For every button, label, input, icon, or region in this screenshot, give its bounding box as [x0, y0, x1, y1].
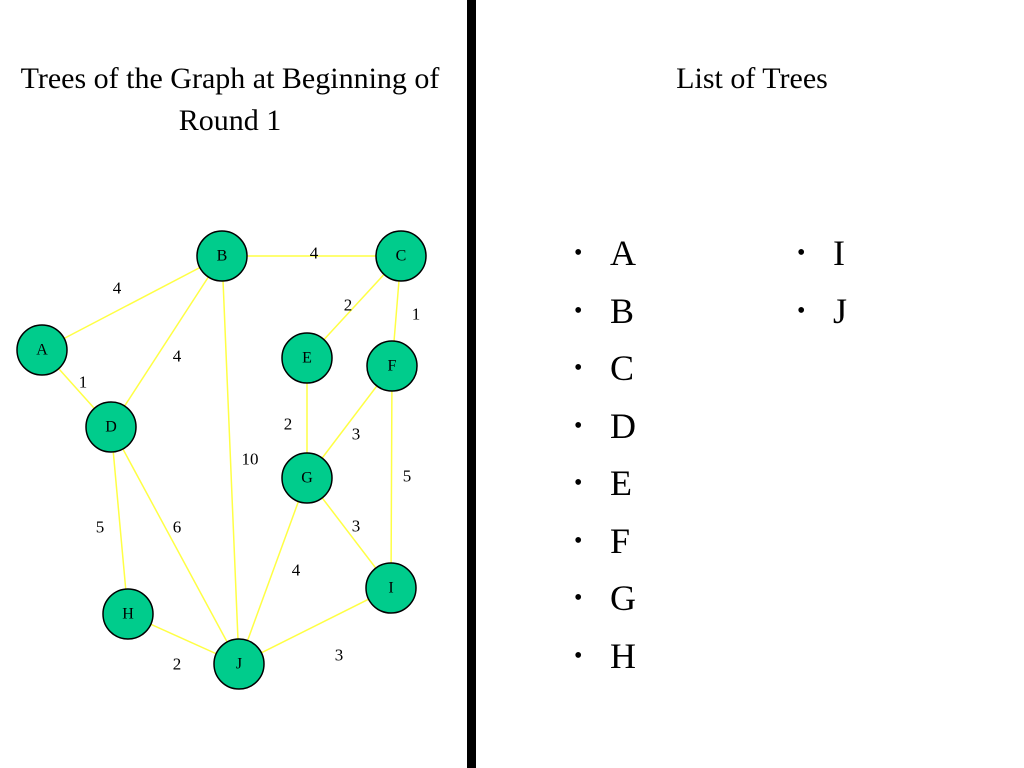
tree-list-column-2: •I•J — [797, 225, 847, 340]
bullet-icon: • — [797, 297, 806, 324]
edge-d-j — [110, 426, 240, 665]
bullet-icon: • — [574, 355, 583, 381]
node-b: B — [196, 230, 248, 282]
list-item: •I — [797, 225, 847, 283]
tree-list-column-1: •A•B•C•D•E•F•G•H — [574, 225, 636, 685]
node-label: J — [236, 656, 242, 673]
edge-weight-b-j: 10 — [242, 450, 259, 469]
node-c: C — [375, 230, 427, 282]
list-item: •A — [574, 225, 636, 283]
node-a: A — [16, 324, 68, 376]
node-circle — [213, 638, 265, 690]
node-circle — [365, 562, 417, 614]
edge-weight-c-e: 2 — [344, 296, 353, 315]
tree-name: A — [610, 233, 636, 273]
edge-weight-d-j: 6 — [173, 518, 182, 537]
node-circle — [375, 230, 427, 282]
edge-weight-e-g: 2 — [284, 415, 293, 434]
node-circle — [281, 452, 333, 504]
edge-i-j — [238, 587, 392, 665]
tree-name: C — [610, 348, 635, 388]
node-circle — [281, 332, 333, 384]
weighted-graph: 4 4 1 4 10 2 1 2 3 5 5 6 3 4 2 3 A B C D E F G H I J — [16, 230, 427, 690]
node-h: H — [102, 588, 154, 640]
list-item: •J — [797, 283, 847, 341]
list-item: •E — [574, 455, 636, 513]
list-item: •B — [574, 283, 636, 341]
node-f: F — [366, 340, 418, 392]
node-label: B — [217, 248, 228, 265]
bullet-icon: • — [797, 240, 806, 266]
list-title: List of Trees — [676, 62, 828, 95]
edge-a-b — [41, 255, 223, 351]
node-circle — [196, 230, 248, 282]
bullet-icon: • — [574, 412, 583, 439]
list-item: •D — [574, 398, 636, 456]
edge-weight-g-i: 3 — [352, 517, 361, 536]
node-label: I — [388, 580, 393, 597]
node-j: J — [213, 638, 265, 690]
edge-weight-b-d: 4 — [173, 347, 182, 366]
edge-weight-b-c: 4 — [310, 244, 319, 263]
bullet-icon: • — [574, 527, 583, 554]
node-circle — [85, 401, 137, 453]
node-label: H — [122, 606, 134, 623]
node-circle — [16, 324, 68, 376]
edge-b-j — [221, 255, 240, 665]
node-label: C — [396, 248, 407, 265]
edge-weight-h-j: 2 — [173, 655, 182, 674]
list-item: •G — [574, 570, 636, 628]
diagram-title: Trees of the Graph at Beginning of Round… — [20, 62, 440, 137]
edge-f-i — [390, 365, 393, 589]
node-label: G — [301, 470, 313, 487]
node-g: G — [281, 452, 333, 504]
edge-weight-a-d: 1 — [79, 373, 88, 392]
bullet-icon: • — [574, 585, 583, 611]
list-item: •C — [574, 340, 636, 398]
tree-name: E — [610, 463, 632, 503]
tree-name: D — [610, 405, 636, 446]
list-item: •H — [574, 628, 636, 686]
edge-weight-f-g: 3 — [352, 425, 361, 444]
edge-weight-i-j: 3 — [335, 646, 344, 665]
node-i: I — [365, 562, 417, 614]
tree-name: J — [833, 290, 848, 331]
bullet-icon: • — [574, 642, 583, 669]
node-e: E — [281, 332, 333, 384]
bullet-icon: • — [574, 470, 583, 496]
node-label: F — [388, 358, 397, 375]
tree-name: B — [610, 290, 635, 331]
edge-weight-g-j: 4 — [292, 561, 301, 580]
edge-weight-a-b: 4 — [113, 279, 122, 298]
tree-name: G — [610, 578, 636, 618]
edge-weight-c-f: 1 — [412, 305, 421, 324]
edge-d-h — [110, 426, 129, 615]
node-label: D — [105, 419, 117, 436]
edge-weight-d-h: 5 — [96, 518, 105, 537]
tree-name: H — [610, 635, 636, 676]
tree-name: I — [833, 233, 845, 273]
node-label: A — [36, 342, 48, 359]
node-label: E — [302, 350, 312, 367]
bullet-icon: • — [574, 240, 583, 266]
edge-b-d — [110, 255, 223, 428]
node-d: D — [85, 401, 137, 453]
divider-bar — [467, 0, 476, 768]
list-item: •F — [574, 513, 636, 571]
bullet-icon: • — [574, 297, 583, 324]
edge-weight-f-i: 5 — [403, 467, 412, 486]
node-circle — [102, 588, 154, 640]
node-circle — [366, 340, 418, 392]
edge-g-j — [238, 477, 308, 665]
tree-name: F — [610, 520, 631, 561]
